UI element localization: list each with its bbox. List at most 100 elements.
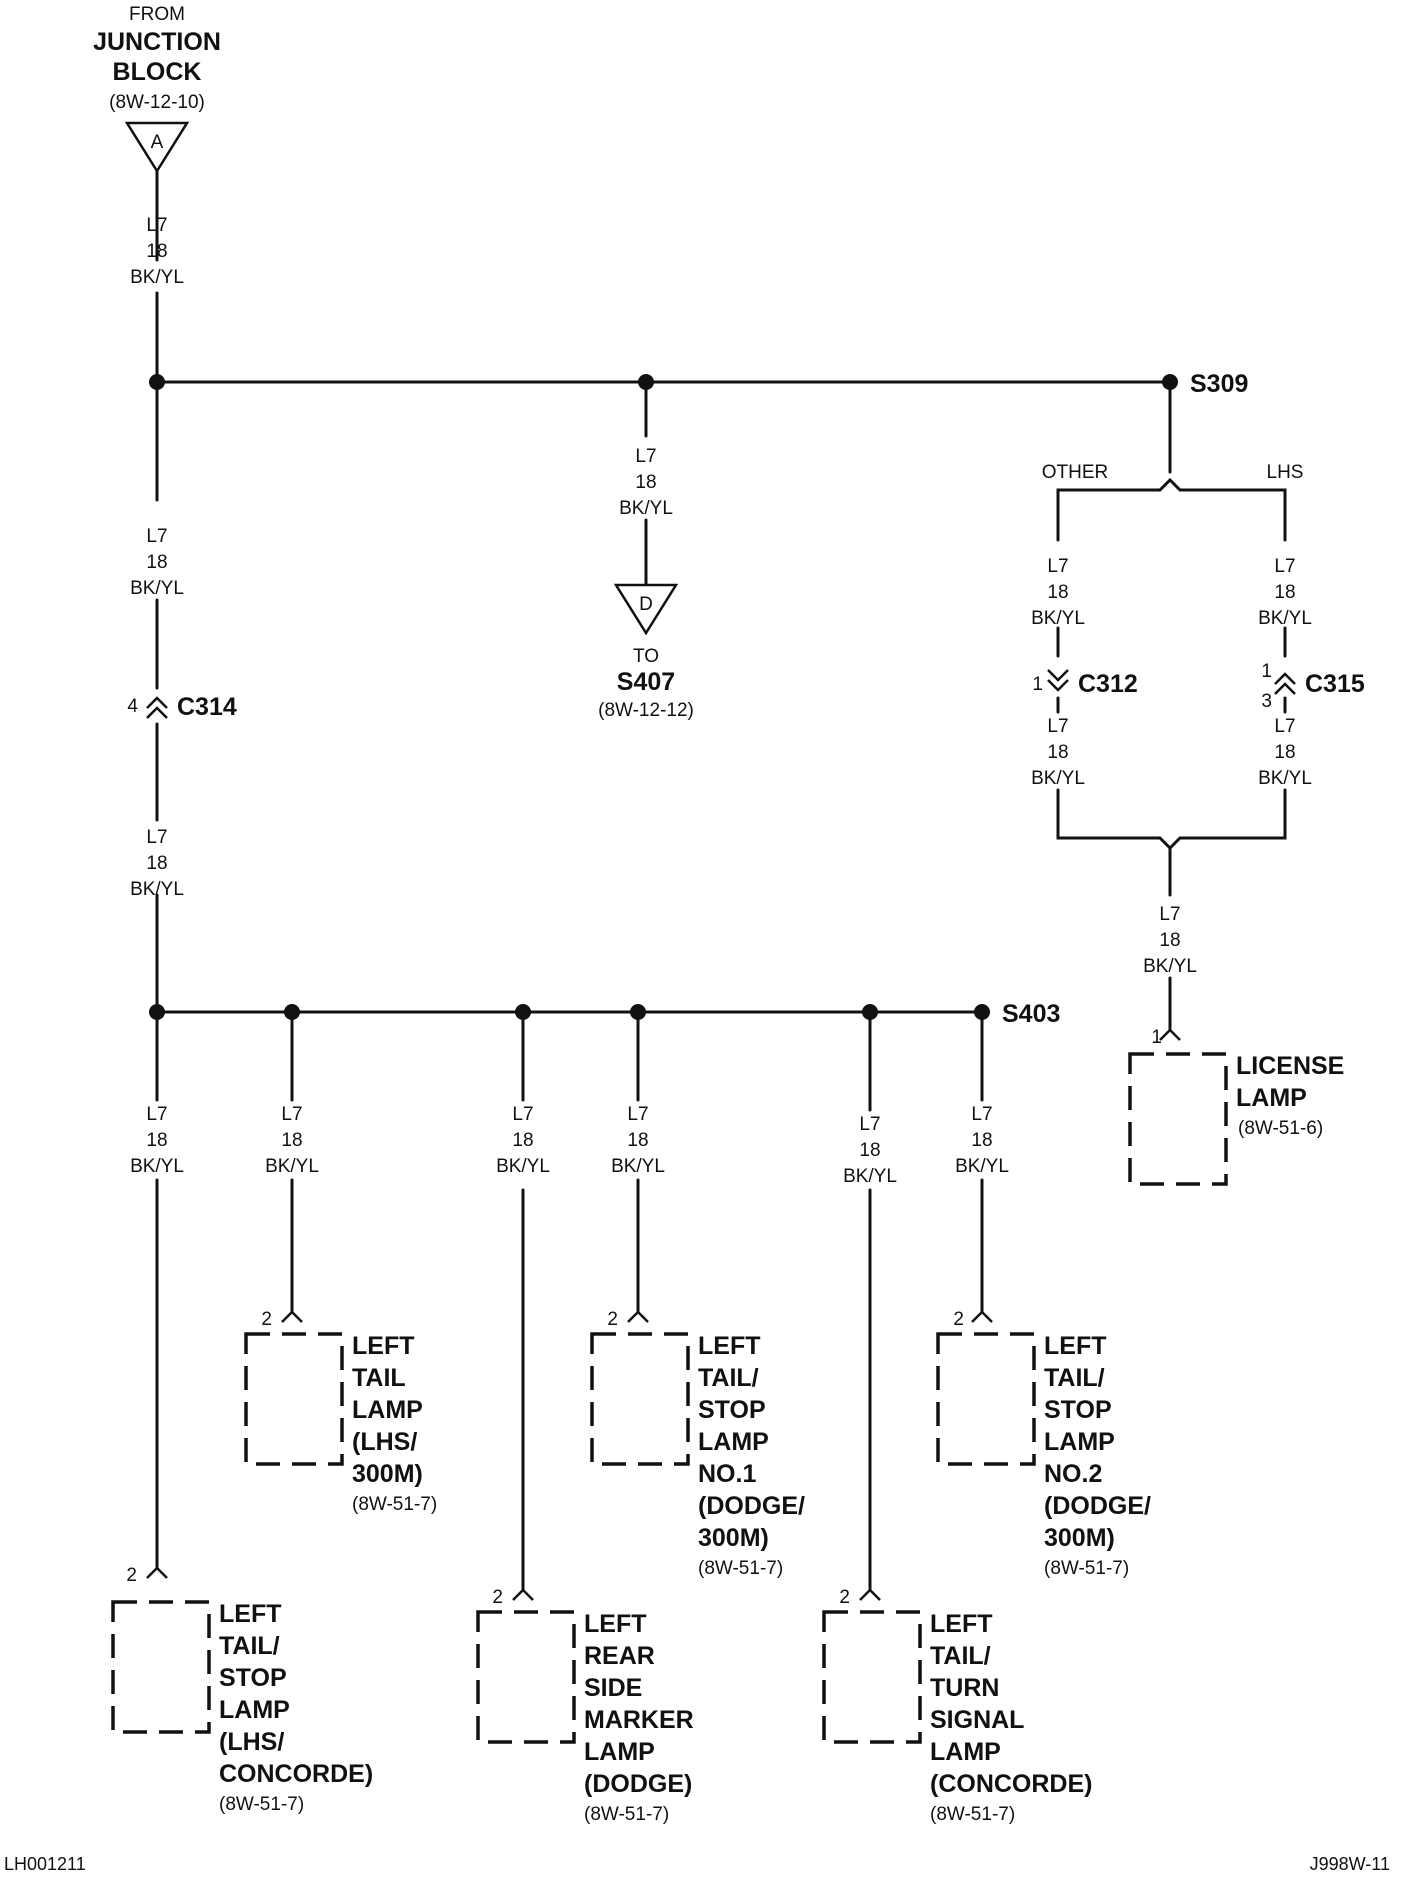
connector-d-letter: D <box>639 594 653 615</box>
wire-color: BK/YL <box>130 1156 184 1177</box>
wire-circuit: L7 <box>627 1104 648 1125</box>
wire-color: BK/YL <box>1258 768 1312 789</box>
splice-dot <box>515 1004 531 1020</box>
pin-arrow-icon <box>512 1588 534 1601</box>
wire-gauge: 18 <box>859 1140 880 1161</box>
source-name-2: BLOCK <box>113 58 202 86</box>
wire-gauge: 18 <box>146 241 167 262</box>
tail-stop-no2-line-0: LEFT <box>1044 1332 1107 1360</box>
rear-side-marker-line-0: LEFT <box>584 1610 647 1638</box>
splice-dot <box>862 1004 878 1020</box>
wire-gauge: 18 <box>1274 582 1295 603</box>
tail-stop-lhs-concorde-line-3: LAMP <box>219 1696 290 1724</box>
branch-lhs-label: LHS <box>1267 462 1304 483</box>
source-from: FROM <box>129 4 185 25</box>
footer-right-code: J998W-11 <box>1310 1854 1390 1874</box>
rear-side-marker-line-1: REAR <box>584 1642 655 1670</box>
pin-arrow-icon <box>1159 1028 1181 1041</box>
branch-other-label: OTHER <box>1042 462 1109 483</box>
tail-stop-no1-line-2: STOP <box>698 1396 766 1424</box>
wire-gauge: 18 <box>971 1130 992 1151</box>
tail-turn-signal-line-1: TAIL/ <box>930 1642 991 1670</box>
wire-color: BK/YL <box>130 879 184 900</box>
tail-lhs-300m-pin: 2 <box>261 1309 272 1330</box>
source-ref: (8W-12-10) <box>109 92 205 113</box>
tail-turn-signal-line-3: SIGNAL <box>930 1706 1024 1734</box>
tail-stop-no1-line-1: TAIL/ <box>698 1364 759 1392</box>
wire-gauge: 18 <box>281 1130 302 1151</box>
tail-stop-no1-ref: (8W-51-7) <box>698 1558 783 1579</box>
c314-label: C314 <box>177 693 237 721</box>
wire-color: BK/YL <box>496 1156 550 1177</box>
rear-side-marker-pin: 2 <box>492 1587 503 1608</box>
license-lamp-ref: (8W-51-6) <box>1238 1118 1323 1139</box>
destination-to: TO <box>633 646 659 667</box>
tail-lhs-300m-line-3: (LHS/ <box>352 1428 417 1456</box>
source-name-1: JUNCTION <box>93 28 221 56</box>
wire-circuit: L7 <box>1159 904 1180 925</box>
wire-circuit: L7 <box>971 1104 992 1125</box>
wire-color: BK/YL <box>611 1156 665 1177</box>
tail-stop-no2-box <box>936 1332 1036 1466</box>
wire-color: BK/YL <box>1031 608 1085 629</box>
c315-pin-bottom: 3 <box>1261 691 1272 712</box>
tail-stop-lhs-concorde-line-1: TAIL/ <box>219 1632 280 1660</box>
tail-lhs-300m-line-2: LAMP <box>352 1396 423 1424</box>
wire-circuit: L7 <box>281 1104 302 1125</box>
splice-dot <box>149 1004 165 1020</box>
c315-chevron-icon <box>1274 672 1296 695</box>
tail-stop-no2-line-2: STOP <box>1044 1396 1112 1424</box>
tail-turn-signal-pin: 2 <box>839 1587 850 1608</box>
tail-stop-no2-line-1: TAIL/ <box>1044 1364 1105 1392</box>
tail-stop-lhs-concorde-pin: 2 <box>126 1565 137 1586</box>
tail-stop-lhs-concorde-box <box>111 1600 211 1734</box>
tail-stop-lhs-concorde-line-2: STOP <box>219 1664 287 1692</box>
destination-ref: (8W-12-12) <box>598 700 694 721</box>
pin-arrow-icon <box>971 1310 993 1323</box>
splice-dot <box>630 1004 646 1020</box>
splice-s403-dot <box>974 1004 990 1020</box>
tail-stop-no1-pin: 2 <box>607 1309 618 1330</box>
wire-gauge: 18 <box>146 853 167 874</box>
tail-stop-no1-line-3: LAMP <box>698 1428 769 1456</box>
tail-stop-no2-line-4: NO.2 <box>1044 1460 1102 1488</box>
wire-circuit: L7 <box>146 526 167 547</box>
c314-pin: 4 <box>127 696 138 717</box>
wire-circuit: L7 <box>1047 716 1068 737</box>
tail-stop-no2-pin: 2 <box>953 1309 964 1330</box>
wire-circuit: L7 <box>146 215 167 236</box>
wire-gauge: 18 <box>146 1130 167 1151</box>
pin-arrow-icon <box>627 1310 649 1323</box>
splice-s309-dot <box>1162 374 1178 390</box>
license-lamp-pin: 1 <box>1151 1027 1162 1048</box>
tail-stop-no2-ref: (8W-51-7) <box>1044 1558 1129 1579</box>
tail-stop-no1-line-5: (DODGE/ <box>698 1492 805 1520</box>
tail-stop-lhs-concorde-line-4: (LHS/ <box>219 1728 284 1756</box>
tail-stop-no1-line-6: 300M) <box>698 1524 769 1552</box>
pin-arrow-icon <box>146 1566 168 1579</box>
tail-stop-lhs-concorde-line-0: LEFT <box>219 1600 282 1628</box>
wire-color: BK/YL <box>265 1156 319 1177</box>
tail-stop-no2-line-3: LAMP <box>1044 1428 1115 1456</box>
tail-turn-signal-line-2: TURN <box>930 1674 999 1702</box>
tail-stop-lhs-concorde-ref: (8W-51-7) <box>219 1794 304 1815</box>
tail-stop-no2-line-5: (DODGE/ <box>1044 1492 1151 1520</box>
c312-pin: 1 <box>1032 674 1043 695</box>
wire-gauge: 18 <box>146 552 167 573</box>
wire-color: BK/YL <box>1143 956 1197 977</box>
splice-s403-label: S403 <box>1002 1000 1060 1028</box>
tail-stop-no1-box <box>590 1332 690 1466</box>
license-lamp-box <box>1128 1052 1228 1186</box>
wire-circuit: L7 <box>1047 556 1068 577</box>
rear-side-marker-box <box>476 1610 576 1744</box>
tail-turn-signal-line-4: LAMP <box>930 1738 1001 1766</box>
c315-label: C315 <box>1305 670 1365 698</box>
footer-left-code: LH001211 <box>4 1854 86 1874</box>
c312-chevron-icon <box>1047 669 1069 692</box>
wire-gauge: 18 <box>1047 582 1068 603</box>
wire-gauge: 18 <box>1274 742 1295 763</box>
destination-name: S407 <box>617 668 675 696</box>
license-lamp-line-1: LAMP <box>1236 1084 1307 1112</box>
wire-color: BK/YL <box>955 1156 1009 1177</box>
